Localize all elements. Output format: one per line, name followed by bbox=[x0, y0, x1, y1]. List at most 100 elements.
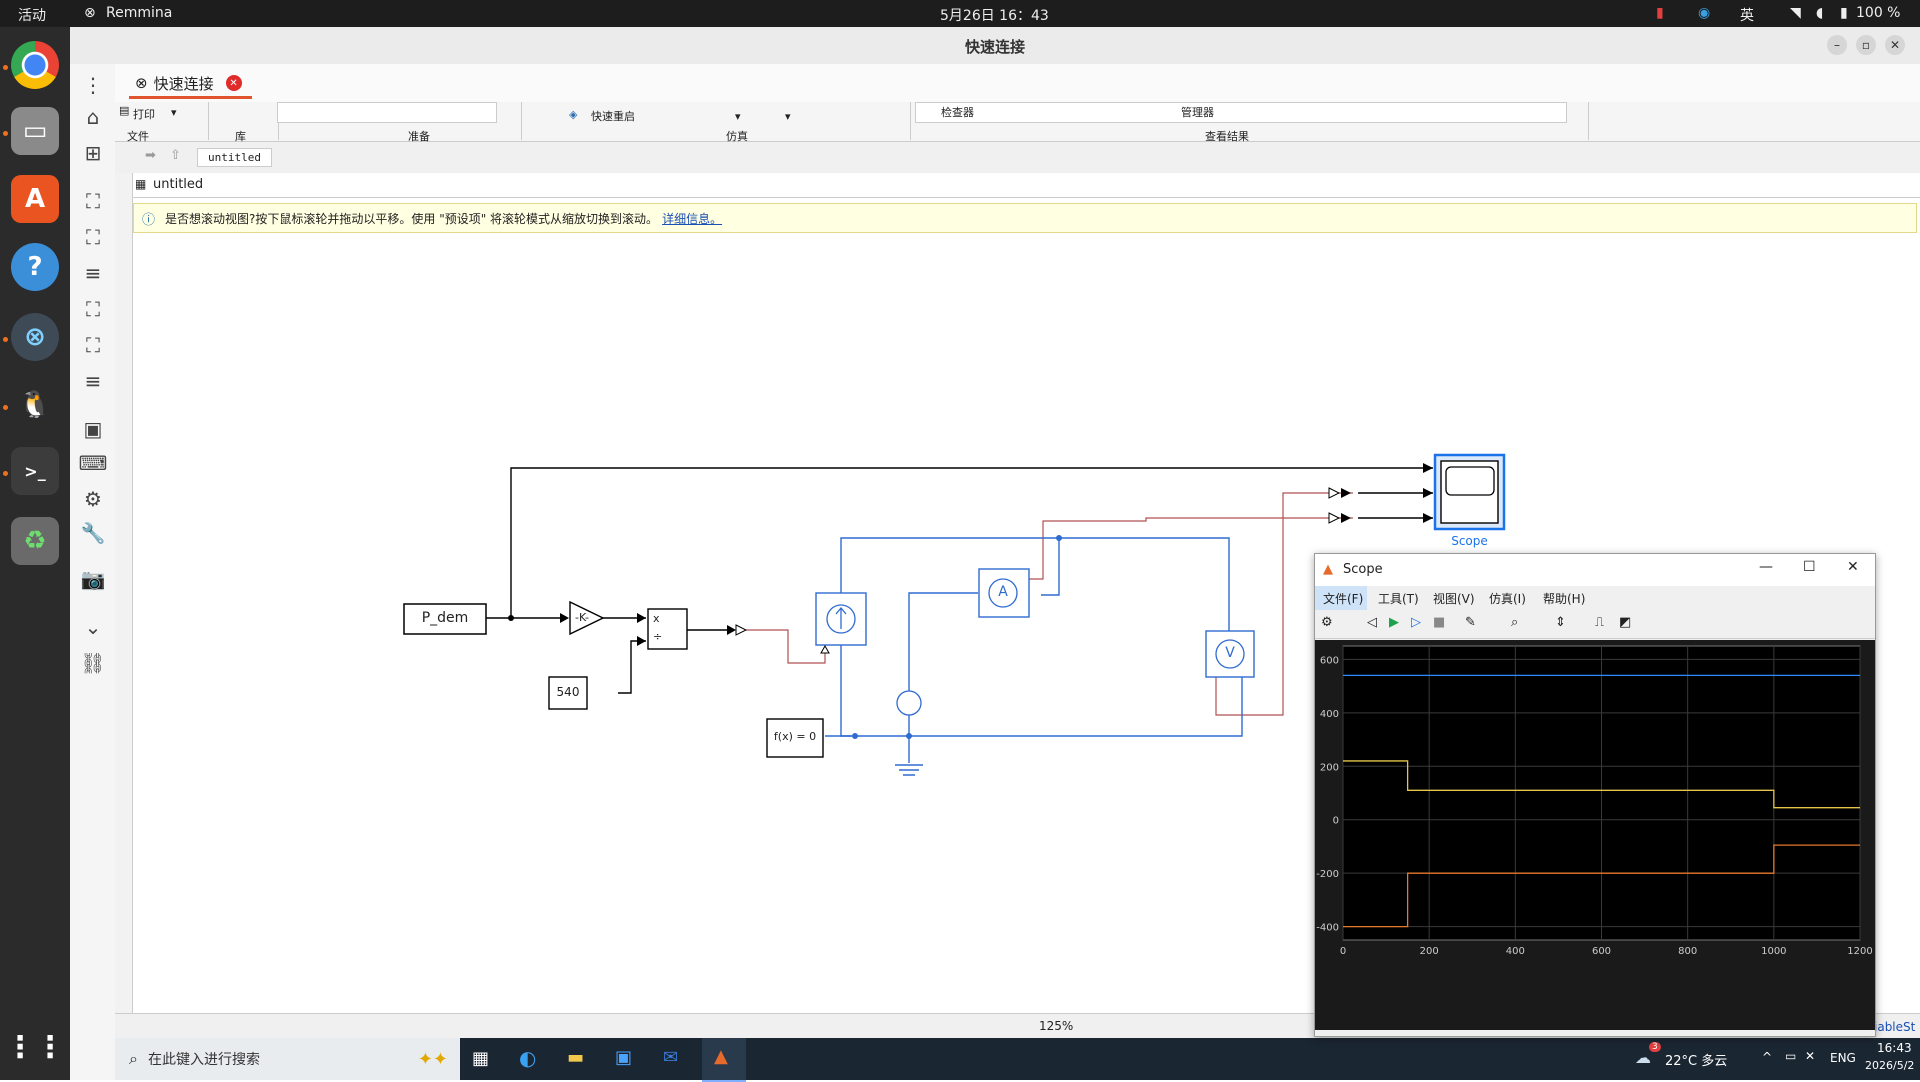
help-icon[interactable]: ? bbox=[11, 243, 59, 291]
speaker-muted-icon[interactable]: ✕ bbox=[1805, 1049, 1816, 1063]
logic-analyzer-button[interactable]: 管理器 bbox=[1181, 106, 1214, 119]
step-forward-icon[interactable]: ▷ bbox=[1411, 615, 1421, 630]
cursor-icon[interactable]: ⎍ bbox=[1595, 615, 1605, 630]
group-file-label: 文件 bbox=[127, 130, 149, 143]
activities-button[interactable]: 活动 bbox=[18, 8, 46, 24]
new-connection-icon[interactable]: ⊞ bbox=[84, 141, 102, 165]
dc-voltage-source[interactable] bbox=[896, 690, 922, 716]
show-apps-icon[interactable]: ⋮⋮ bbox=[5, 1029, 65, 1065]
kebab-menu-icon[interactable]: ⋮ bbox=[83, 73, 103, 97]
more-info-link[interactable]: 详细信息。 bbox=[662, 211, 723, 226]
tools-icon[interactable]: 🔧 bbox=[80, 521, 106, 545]
scale-icon[interactable]: ⛶ bbox=[86, 297, 100, 321]
taskbar-time[interactable]: 16:43 bbox=[1877, 1041, 1912, 1055]
y-tick-label: 0 bbox=[1333, 816, 1339, 827]
screenshot-icon[interactable]: 📷 bbox=[80, 567, 106, 591]
close-button[interactable]: ✕ bbox=[1885, 35, 1905, 55]
menu-view[interactable]: 视图(V) bbox=[1433, 592, 1475, 606]
up-folder-icon[interactable]: ⇧ bbox=[170, 148, 181, 163]
x-tick-label: 0 bbox=[1340, 946, 1346, 957]
ground-icon[interactable] bbox=[895, 764, 923, 776]
voltmeter-block[interactable] bbox=[1205, 630, 1255, 678]
menu-tools[interactable]: 工具(T) bbox=[1378, 592, 1419, 606]
battery-icon[interactable]: ▮ bbox=[1840, 5, 1848, 21]
network-icon[interactable]: ▭ bbox=[1785, 1049, 1797, 1063]
taskbar-search[interactable]: ⌕ 在此键入进行搜索 ✦✦ bbox=[115, 1038, 460, 1080]
menu-icon[interactable]: ≡ bbox=[84, 261, 102, 285]
files-icon[interactable]: ▭ bbox=[11, 107, 59, 155]
model-tab-untitled[interactable]: untitled bbox=[197, 148, 272, 167]
remmina-tray-icon[interactable]: ◉ bbox=[1698, 5, 1711, 21]
back-arrow-icon[interactable]: ➡ bbox=[145, 148, 156, 163]
p-dem-block[interactable] bbox=[403, 603, 487, 635]
solver-config-block[interactable] bbox=[766, 718, 824, 758]
scope-close-button[interactable]: ✕ bbox=[1847, 559, 1859, 575]
menu-simulation[interactable]: 仿真(I) bbox=[1489, 592, 1526, 606]
run-dropdown-icon[interactable]: ▾ bbox=[785, 110, 791, 123]
quality-menu-icon[interactable]: ≡ bbox=[84, 369, 102, 393]
gain-label: -K- bbox=[575, 611, 589, 624]
stop-icon[interactable]: ■ bbox=[1433, 615, 1446, 630]
file-explorer-icon[interactable]: ▬ bbox=[567, 1047, 585, 1068]
data-inspector-button[interactable]: 检查器 bbox=[941, 106, 974, 119]
scale-axes-icon[interactable]: ⇕ bbox=[1555, 615, 1566, 630]
language-indicator[interactable]: ENG bbox=[1830, 1051, 1856, 1065]
software-center-icon[interactable]: A bbox=[11, 175, 59, 223]
divide-block[interactable] bbox=[647, 608, 688, 650]
remmina-dock-icon[interactable]: ⊗ bbox=[11, 313, 59, 361]
taskbar-date[interactable]: 2026/5/2 bbox=[1865, 1059, 1915, 1072]
trash-icon[interactable]: ♻ bbox=[11, 517, 59, 565]
multi-monitor-icon[interactable]: ▣ bbox=[83, 417, 103, 441]
ammeter-block[interactable] bbox=[978, 568, 1030, 618]
keyboard-icon[interactable]: ⌨ bbox=[78, 451, 108, 475]
minimize-button[interactable]: – bbox=[1827, 35, 1847, 55]
run-icon[interactable]: ▶ bbox=[1389, 615, 1399, 630]
task-view-icon[interactable]: ▦ bbox=[472, 1048, 490, 1069]
print-dropdown-icon[interactable]: ▾ bbox=[171, 106, 177, 119]
wifi-icon[interactable]: ◥ bbox=[1790, 5, 1801, 21]
minimize-toolbar-icon[interactable]: ⌄ bbox=[84, 615, 102, 639]
volume-icon[interactable]: ◖ bbox=[1816, 5, 1824, 21]
prepare-field[interactable] bbox=[277, 102, 497, 123]
chrome-icon[interactable] bbox=[11, 41, 59, 89]
voltmeter-label: V bbox=[1225, 645, 1235, 661]
connection-tab[interactable]: ⊗ 快速连接 ✕ bbox=[129, 70, 252, 99]
step-back-icon[interactable]: ◁ bbox=[1367, 615, 1377, 630]
menu-file[interactable]: 文件(F) bbox=[1323, 592, 1364, 606]
weather-text[interactable]: 22°C 多云 bbox=[1665, 1054, 1728, 1069]
step-back-dropdown-icon[interactable]: ▾ bbox=[735, 110, 741, 123]
preferences-icon[interactable]: ⚙ bbox=[84, 487, 102, 511]
fit-window-icon[interactable]: ⛶ bbox=[86, 189, 100, 213]
input-method-indicator[interactable]: 英 bbox=[1740, 8, 1754, 24]
matlab-taskbar-button[interactable]: ▲ bbox=[702, 1038, 746, 1082]
app-menu[interactable]: Remmina bbox=[106, 5, 173, 21]
breadcrumb-model[interactable]: untitled bbox=[153, 177, 204, 192]
home-icon[interactable]: ⌂ bbox=[86, 105, 100, 129]
constant-block[interactable] bbox=[548, 676, 588, 710]
qq-icon[interactable]: 🐧 bbox=[18, 390, 52, 420]
recording-icon[interactable]: ▮ bbox=[1656, 5, 1664, 21]
scope-maximize-button[interactable]: ☐ bbox=[1803, 559, 1816, 575]
scope-minimize-button[interactable]: — bbox=[1759, 559, 1773, 575]
settings-icon[interactable]: ⚙ bbox=[1321, 615, 1333, 630]
disconnect-icon[interactable]: ⛓ bbox=[80, 651, 106, 675]
dynamic-resolution-icon[interactable]: ⛶ bbox=[86, 333, 100, 357]
edge-icon[interactable]: ◐ bbox=[519, 1046, 537, 1070]
scope-menubar: 文件(F) 工具(T) 视图(V) 仿真(I) 帮助(H) bbox=[1315, 586, 1875, 610]
terminal-icon[interactable]: >_ bbox=[11, 447, 59, 495]
fullscreen-icon[interactable]: ⛶ bbox=[86, 225, 100, 249]
outlook-icon[interactable]: ✉ bbox=[663, 1047, 679, 1068]
fast-restart-button[interactable]: 快速重启 bbox=[591, 110, 635, 123]
zoom-icon[interactable]: ⌕ bbox=[1511, 615, 1519, 630]
store-icon[interactable]: ▣ bbox=[615, 1047, 633, 1068]
tab-close-icon[interactable]: ✕ bbox=[225, 75, 242, 91]
tray-overflow-icon[interactable]: ^ bbox=[1762, 1050, 1773, 1064]
print-button[interactable]: 打印 bbox=[133, 108, 155, 121]
highlight-icon[interactable]: ✎ bbox=[1465, 615, 1476, 630]
gain-block[interactable] bbox=[569, 600, 605, 636]
measurements-icon[interactable]: ◩ bbox=[1619, 615, 1632, 630]
menu-help[interactable]: 帮助(H) bbox=[1543, 592, 1586, 606]
clock[interactable]: 5月26日 16：43 bbox=[940, 8, 1049, 24]
restore-button[interactable]: ▫ bbox=[1856, 35, 1876, 55]
